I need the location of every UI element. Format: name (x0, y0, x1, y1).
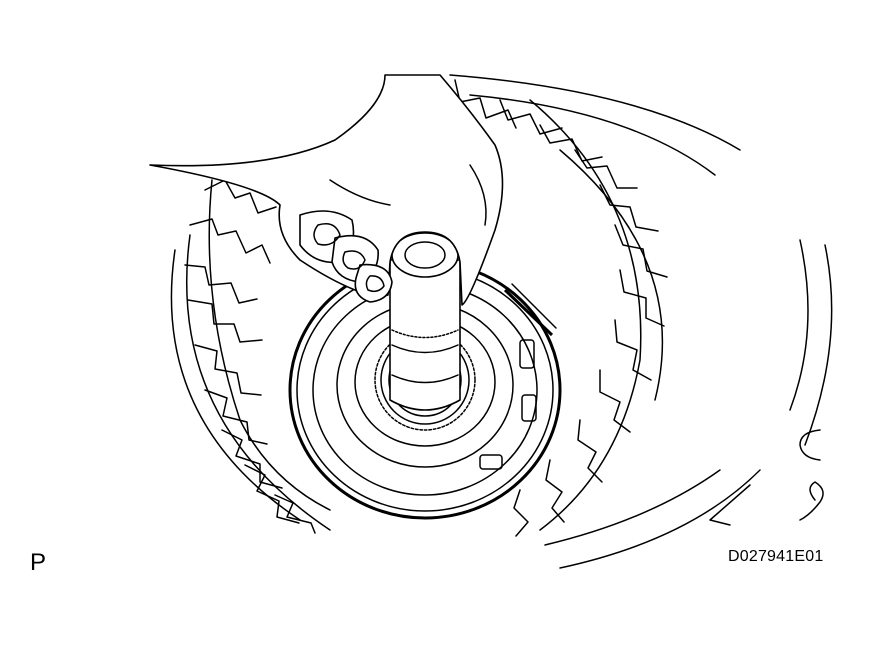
input-shaft (389, 232, 461, 411)
hand (149, 74, 504, 306)
clutch-pack-left (184, 179, 331, 534)
housing-outline (170, 74, 833, 569)
figure-id: D027941E01 (728, 548, 824, 565)
view-label: P (30, 549, 47, 576)
retaining-clips (709, 429, 824, 526)
